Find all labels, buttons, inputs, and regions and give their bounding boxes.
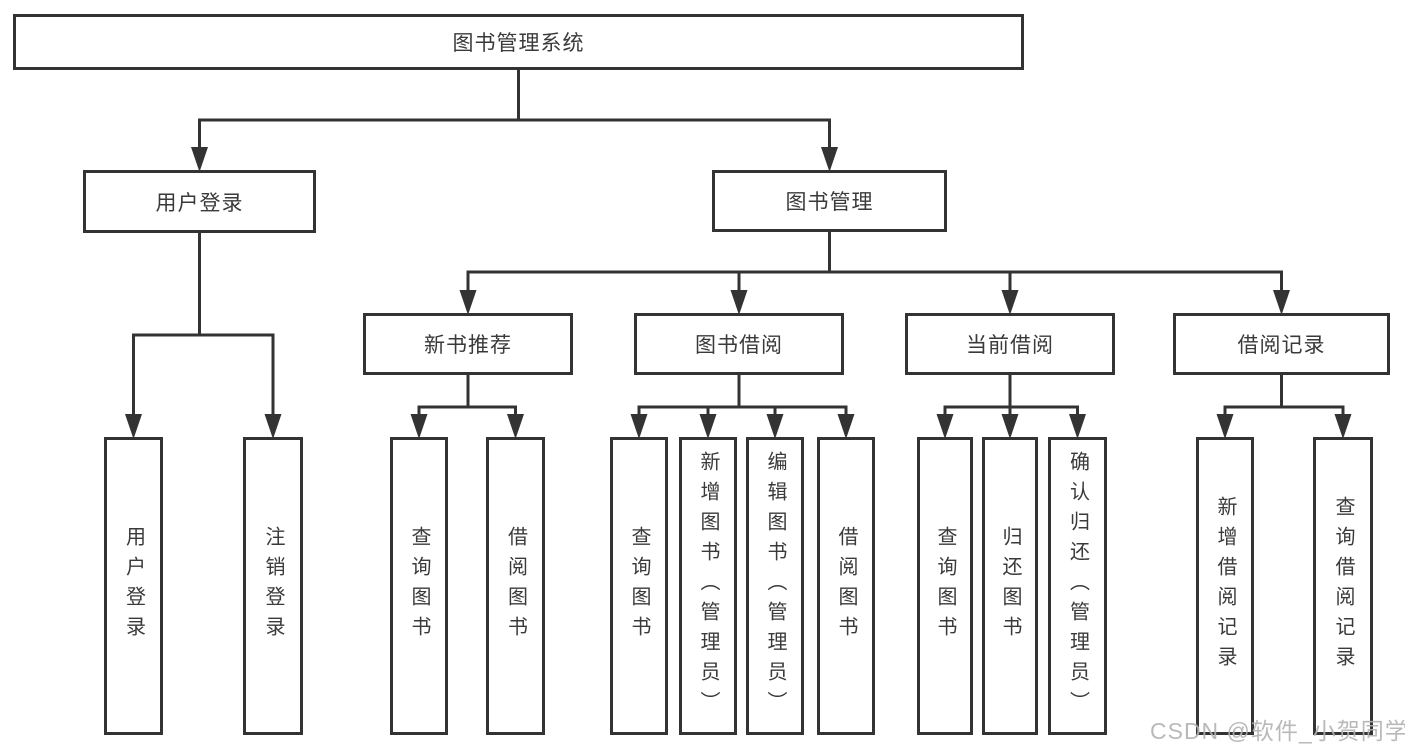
- arrowhead-icon: [125, 414, 142, 439]
- node-nbr-borrow: 借阅图书: [486, 437, 545, 735]
- node-cb-confirm: 确认归还（管理员）: [1048, 437, 1107, 735]
- node-bb-add: 新增图书（管理员）: [679, 437, 737, 735]
- node-br-query: 查询借阅记录: [1313, 437, 1373, 735]
- node-cb-query-label: 查询图书: [934, 526, 956, 646]
- node-br-add: 新增借阅记录: [1196, 437, 1254, 735]
- arrowhead-icon: [459, 290, 477, 315]
- node-new-book-rec: 新书推荐: [363, 313, 573, 375]
- node-leaf-logout: 注销登录: [243, 437, 303, 735]
- arrowhead-icon: [821, 147, 838, 172]
- node-bb-borrow-label: 借阅图书: [835, 526, 857, 646]
- node-bb-borrow: 借阅图书: [817, 437, 875, 735]
- node-user-login: 用户登录: [83, 170, 316, 233]
- arrowhead-icon: [837, 414, 855, 439]
- arrowhead-icon: [1001, 290, 1019, 315]
- node-book-mgmt: 图书管理: [712, 170, 947, 232]
- node-nbr-query-label: 查询图书: [408, 526, 430, 646]
- node-root: 图书管理系统: [13, 14, 1024, 70]
- node-book-borrow: 图书借阅: [634, 313, 844, 375]
- arrowhead-icon: [1216, 414, 1234, 439]
- arrowhead-icon: [264, 414, 282, 439]
- arrowhead-icon: [1273, 290, 1290, 315]
- node-nbr-borrow-label: 借阅图书: [504, 526, 527, 646]
- node-cb-confirm-label: 确认归还（管理员）: [1066, 451, 1089, 721]
- arrowhead-icon: [507, 414, 524, 439]
- node-leaf-login-label: 用户登录: [122, 526, 145, 646]
- node-current-borrow-label: 当前借阅: [966, 334, 1054, 357]
- node-current-borrow: 当前借阅: [905, 313, 1115, 375]
- arrowhead-icon: [1001, 414, 1019, 439]
- node-br-query-label: 查询借阅记录: [1332, 496, 1354, 676]
- node-bb-query: 查询图书: [610, 437, 668, 735]
- arrowhead-icon: [1334, 414, 1352, 439]
- node-bb-query-label: 查询图书: [628, 526, 650, 646]
- node-bb-add-label: 新增图书（管理员）: [697, 451, 719, 721]
- watermark-text: CSDN @软件_小贺同学: [1150, 718, 1405, 744]
- arrowhead-icon: [699, 414, 717, 439]
- node-new-book-rec-label: 新书推荐: [424, 334, 512, 357]
- arrowhead-icon: [936, 414, 954, 439]
- arrowhead-icon: [730, 290, 748, 315]
- node-cb-return-label: 归还图书: [999, 526, 1021, 646]
- node-book-mgmt-label: 图书管理: [785, 191, 874, 214]
- arrowhead-icon: [630, 414, 648, 439]
- node-user-login-label: 用户登录: [155, 191, 244, 215]
- node-nbr-query: 查询图书: [390, 437, 448, 735]
- node-bb-edit-label: 编辑图书（管理员）: [764, 451, 786, 721]
- node-leaf-logout-label: 注销登录: [262, 526, 284, 646]
- arrowhead-icon: [191, 147, 208, 172]
- node-cb-query: 查询图书: [917, 437, 973, 735]
- node-cb-return: 归还图书: [982, 437, 1038, 735]
- node-book-borrow-label: 图书借阅: [695, 334, 783, 357]
- node-leaf-login: 用户登录: [104, 437, 163, 735]
- arrowhead-icon: [1069, 414, 1086, 439]
- node-bb-edit: 编辑图书（管理员）: [746, 437, 804, 735]
- node-root-label: 图书管理系统: [452, 32, 585, 55]
- node-borrow-record-label: 借阅记录: [1237, 334, 1326, 357]
- node-borrow-record: 借阅记录: [1173, 313, 1390, 375]
- arrowhead-icon: [766, 414, 784, 439]
- arrowhead-icon: [410, 414, 428, 439]
- node-br-add-label: 新增借阅记录: [1214, 496, 1236, 676]
